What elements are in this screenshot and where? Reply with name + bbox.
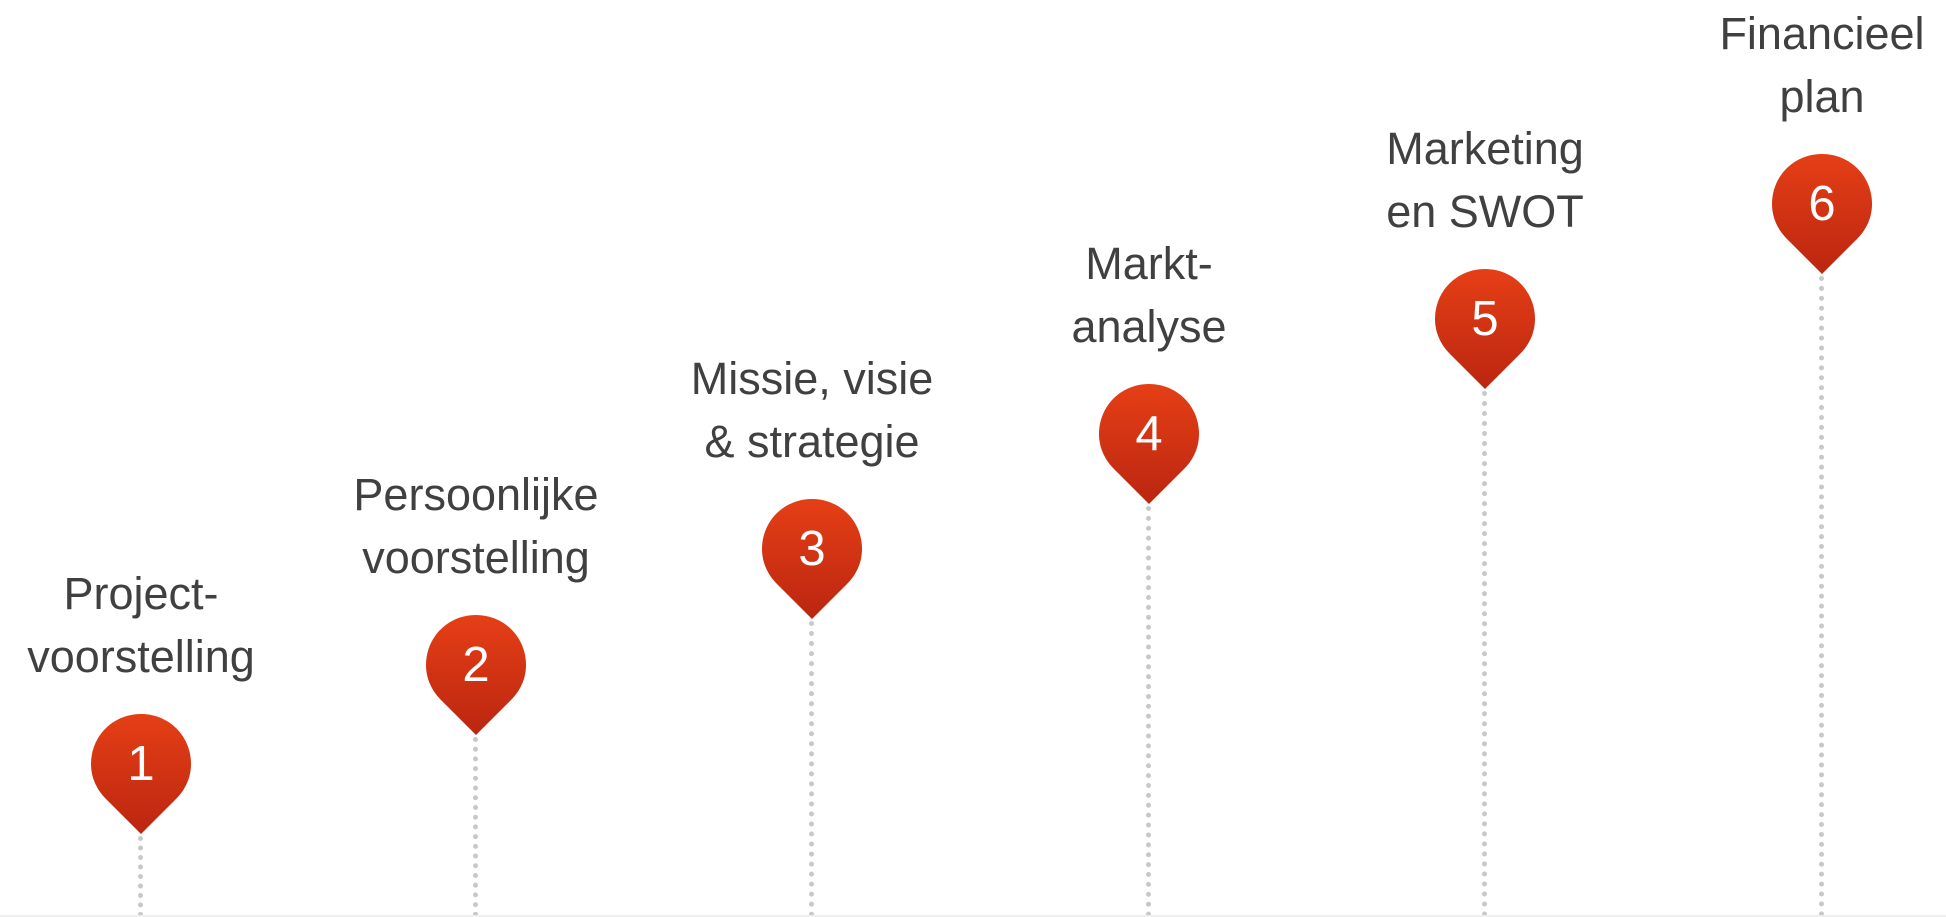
dotted-connector bbox=[1819, 276, 1824, 917]
step-label-line-1: Markt- bbox=[1085, 238, 1213, 289]
step-label: Markt- analyse bbox=[999, 232, 1299, 358]
map-pin-icon: 5 bbox=[1433, 267, 1537, 397]
step-number: 3 bbox=[798, 522, 826, 576]
map-pin-icon: 1 bbox=[89, 712, 193, 842]
step-number: 6 bbox=[1808, 177, 1836, 231]
step-label-line-1: Project- bbox=[63, 568, 219, 619]
step-label-line-1: Persoonlijke bbox=[353, 469, 599, 520]
step-label: Marketing en SWOT bbox=[1335, 117, 1635, 243]
dotted-connector bbox=[138, 836, 143, 917]
step-number: 1 bbox=[127, 737, 155, 791]
step-label: Missie, visie & strategie bbox=[662, 347, 962, 473]
dotted-connector bbox=[1146, 506, 1151, 917]
step-label-line-2: voorstelling bbox=[362, 532, 590, 583]
step-number: 2 bbox=[462, 638, 490, 692]
map-pin-icon: 3 bbox=[760, 497, 864, 627]
step-label: Persoonlijke voorstelling bbox=[326, 463, 626, 589]
step-label-line-1: Financieel bbox=[1719, 8, 1925, 59]
step-number: 5 bbox=[1471, 292, 1499, 346]
map-pin-icon: 6 bbox=[1770, 152, 1874, 282]
bottom-divider bbox=[0, 915, 1946, 917]
dotted-connector bbox=[473, 737, 478, 917]
dotted-connector bbox=[809, 621, 814, 917]
step-label-line-2: plan bbox=[1779, 71, 1865, 122]
step-label-line-2: en SWOT bbox=[1386, 186, 1584, 237]
step-label-line-1: Missie, visie bbox=[690, 353, 934, 404]
map-pin-icon: 2 bbox=[424, 613, 528, 743]
step-label-line-2: & strategie bbox=[704, 416, 920, 467]
step-number: 4 bbox=[1135, 407, 1163, 461]
dotted-connector bbox=[1482, 391, 1487, 917]
step-label-line-2: voorstelling bbox=[27, 631, 255, 682]
step-label-line-1: Marketing bbox=[1386, 123, 1584, 174]
step-label: Financieel plan bbox=[1672, 2, 1946, 128]
step-label-line-2: analyse bbox=[1071, 301, 1227, 352]
map-pin-icon: 4 bbox=[1097, 382, 1201, 512]
step-label: Project- voorstelling bbox=[0, 562, 291, 688]
